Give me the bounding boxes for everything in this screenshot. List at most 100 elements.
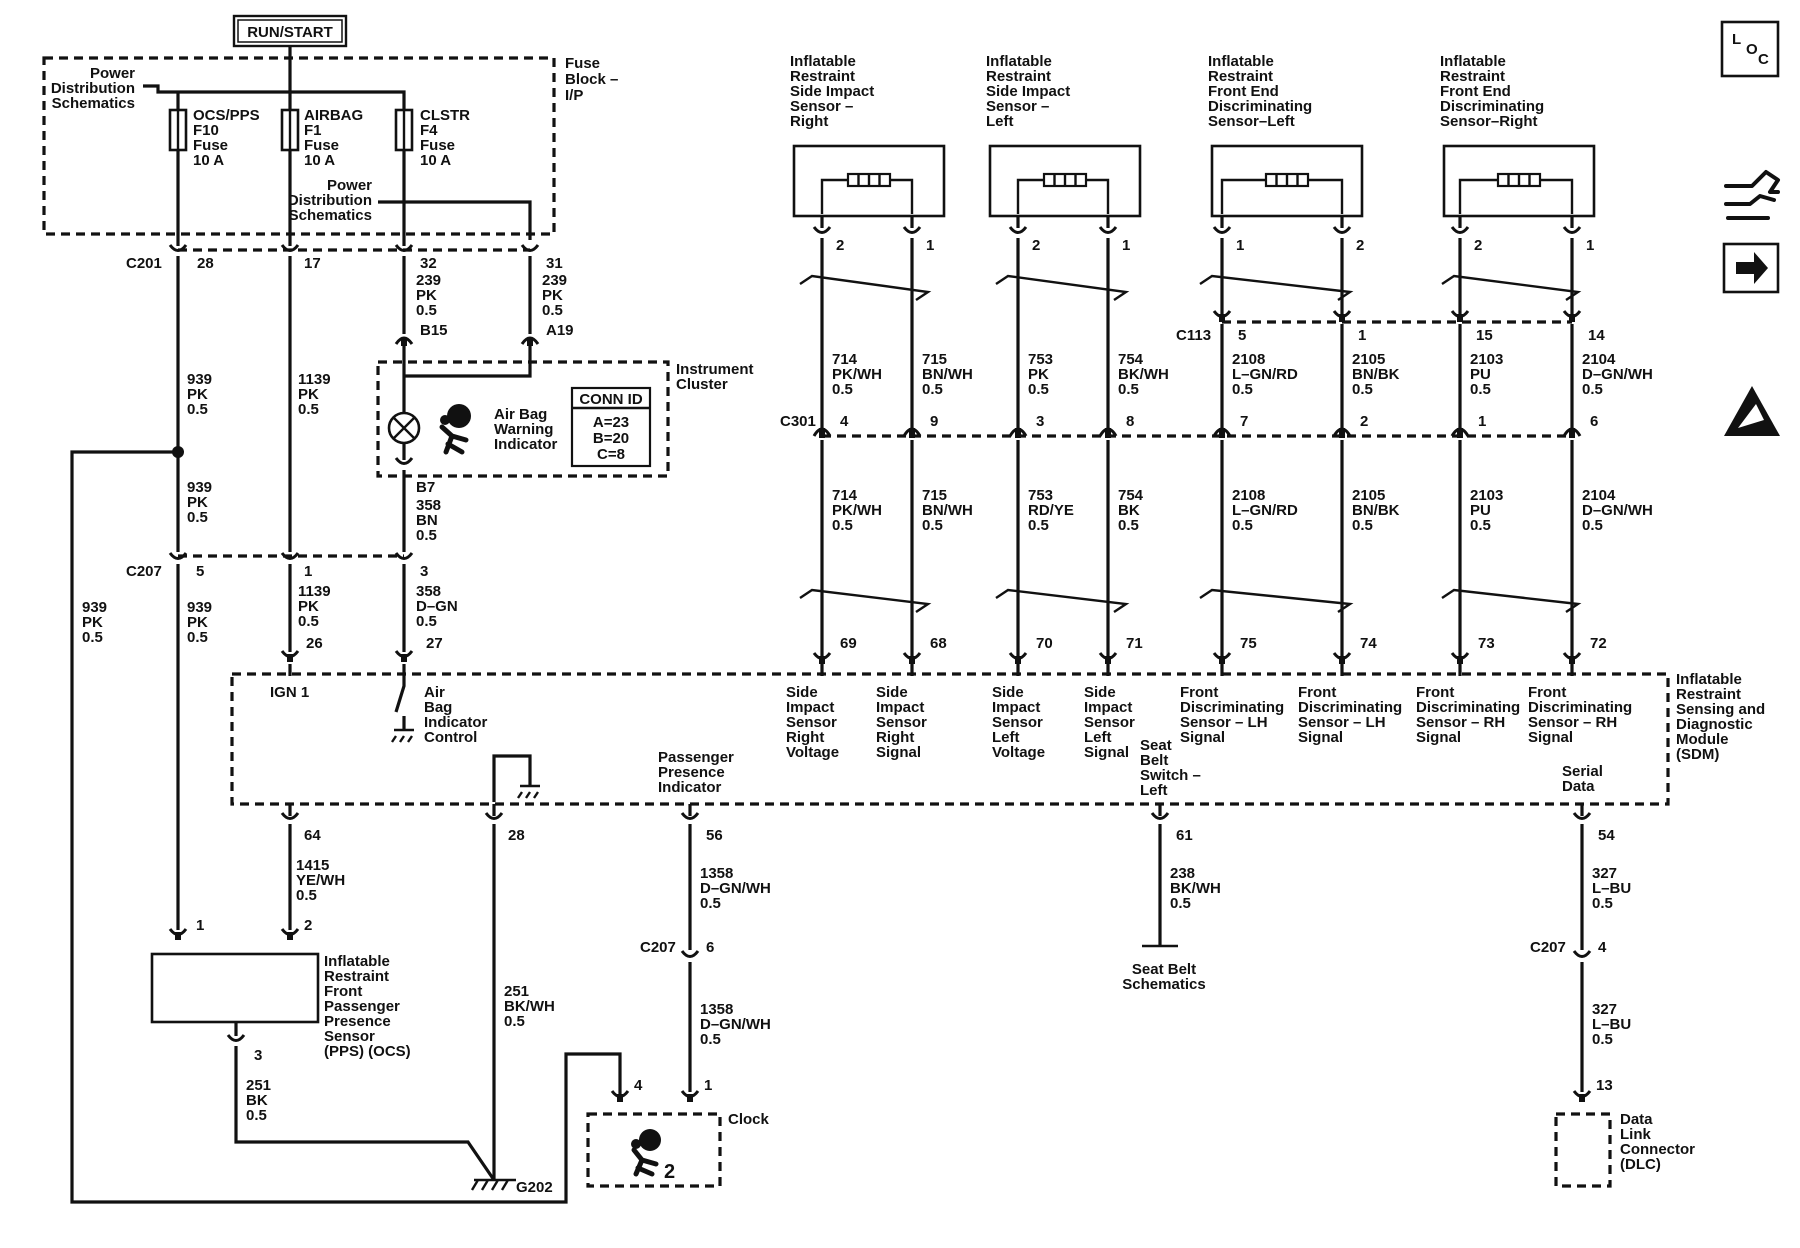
svg-text:1: 1 — [1122, 237, 1130, 254]
svg-text:28: 28 — [508, 827, 525, 844]
svg-text:1: 1 — [196, 917, 204, 934]
warning-lamp-icon — [387, 411, 421, 445]
svg-text:2: 2 — [1032, 237, 1040, 254]
arrow-right-icon[interactable] — [1722, 242, 1780, 294]
g202-label: G202 — [516, 1179, 553, 1196]
svg-text:1: 1 — [926, 237, 934, 254]
ign1-label: IGN 1 — [270, 684, 309, 701]
fuse-f10 — [168, 108, 188, 152]
airbag-occupant-icon — [631, 1129, 661, 1177]
svg-text:71: 71 — [1126, 635, 1143, 652]
svg-text:54: 54 — [1598, 827, 1615, 844]
fuse-f4 — [394, 108, 414, 152]
svg-text:C207: C207 — [1530, 939, 1566, 956]
svg-text:61: 61 — [1176, 827, 1193, 844]
loc-icon[interactable]: L O C — [1720, 20, 1780, 78]
svg-text:6: 6 — [706, 939, 714, 956]
svg-text:74: 74 — [1360, 635, 1377, 652]
svg-text:A19: A19 — [546, 322, 574, 339]
svg-text:2: 2 — [1356, 237, 1364, 254]
svg-text:1: 1 — [1586, 237, 1594, 254]
clock-number: 2 — [664, 1161, 675, 1183]
svg-text:3: 3 — [1036, 413, 1044, 430]
conn-id-table: CONN ID A=23 B=20 C=8 — [570, 386, 652, 468]
svg-text:15: 15 — [1476, 327, 1493, 344]
c201-label: C201 — [126, 255, 162, 272]
svg-text:1: 1 — [1478, 413, 1486, 430]
svg-text:14: 14 — [1588, 327, 1605, 344]
svg-text:O: O — [1746, 41, 1758, 58]
svg-text:C: C — [1758, 51, 1769, 68]
fuse-f1 — [280, 108, 300, 152]
c207-connector-left: C207 5 1 3 — [126, 551, 428, 580]
svg-text:C207: C207 — [126, 563, 162, 580]
svg-text:B7: B7 — [416, 479, 435, 496]
svg-text:3: 3 — [254, 1047, 262, 1064]
svg-text:4: 4 — [634, 1077, 643, 1094]
svg-text:31: 31 — [546, 255, 563, 272]
svg-text:2: 2 — [836, 237, 844, 254]
svg-text:70: 70 — [1036, 635, 1053, 652]
svg-text:2: 2 — [304, 917, 312, 934]
c113-label: C113 — [1176, 327, 1211, 344]
svg-text:2: 2 — [1474, 237, 1482, 254]
svg-text:3: 3 — [420, 563, 428, 580]
hand-pointing-icon[interactable] — [1724, 170, 1780, 220]
svg-text:75: 75 — [1240, 635, 1257, 652]
svg-text:5: 5 — [1238, 327, 1246, 344]
svg-text:13: 13 — [1596, 1077, 1613, 1094]
svg-text:C=8: C=8 — [597, 446, 625, 463]
svg-text:4: 4 — [1598, 939, 1607, 956]
svg-text:32: 32 — [420, 255, 437, 272]
svg-text:8: 8 — [1126, 413, 1134, 430]
clock-label: Clock — [728, 1111, 770, 1128]
svg-text:69: 69 — [840, 635, 857, 652]
svg-text:26: 26 — [306, 635, 323, 652]
svg-text:7: 7 — [1240, 413, 1248, 430]
c301-label: C301 — [780, 413, 816, 430]
